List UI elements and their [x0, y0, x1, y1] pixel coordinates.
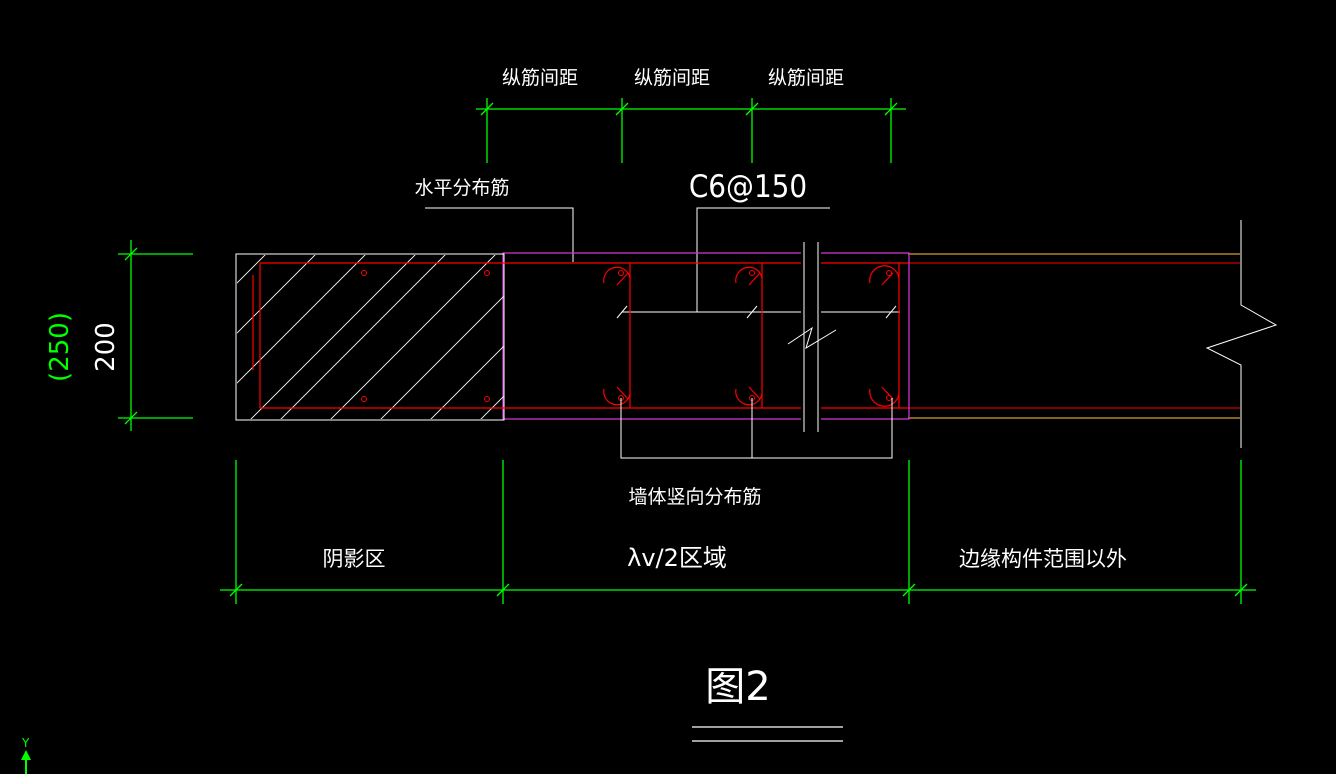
bottom-zone-dimension [220, 460, 1256, 604]
stirrup-leader [696, 207, 830, 312]
stirrup-rebars [618, 270, 892, 401]
rebar-lines [252, 262, 908, 409]
rebar-spacing-label-2: 纵筋间距 [634, 67, 710, 89]
dim-alt-label: (250) [45, 312, 75, 382]
break-line-right [1205, 220, 1278, 448]
dim-main-label: 200 [91, 322, 121, 372]
zone-shadow-label: 阴影区 [323, 547, 386, 571]
shadow-zone-rebars [361, 270, 490, 402]
horizontal-bar-leader [425, 207, 574, 262]
vertical-bar-label: 墙体竖向分布筋 [628, 486, 761, 508]
left-thickness-dimension [118, 240, 193, 431]
wall-outline [502, 252, 910, 420]
wall-extension [908, 253, 1240, 419]
vertical-bar-leader [620, 398, 893, 459]
ucs-y-label: Y [21, 736, 30, 750]
top-spacing-dimension [476, 98, 906, 163]
ucs-icon: Y [21, 736, 31, 774]
stirrup-hooks [603, 265, 900, 407]
break-line-middle [787, 242, 837, 432]
shadow-zone-hatch [237, 255, 504, 419]
zone-lv2-label: λv/2区域 [627, 544, 727, 572]
stirrup-spec-label: C6@150 [689, 169, 807, 205]
shadow-zone-outline [235, 253, 505, 421]
horizontal-bar-label: 水平分布筋 [414, 177, 509, 199]
zone-outside-label: 边缘构件范围以外 [959, 547, 1127, 571]
figure-title: 图2 [705, 664, 770, 710]
rebar-spacing-label-1: 纵筋间距 [502, 67, 578, 89]
rebar-spacing-label-3: 纵筋间距 [768, 67, 844, 89]
